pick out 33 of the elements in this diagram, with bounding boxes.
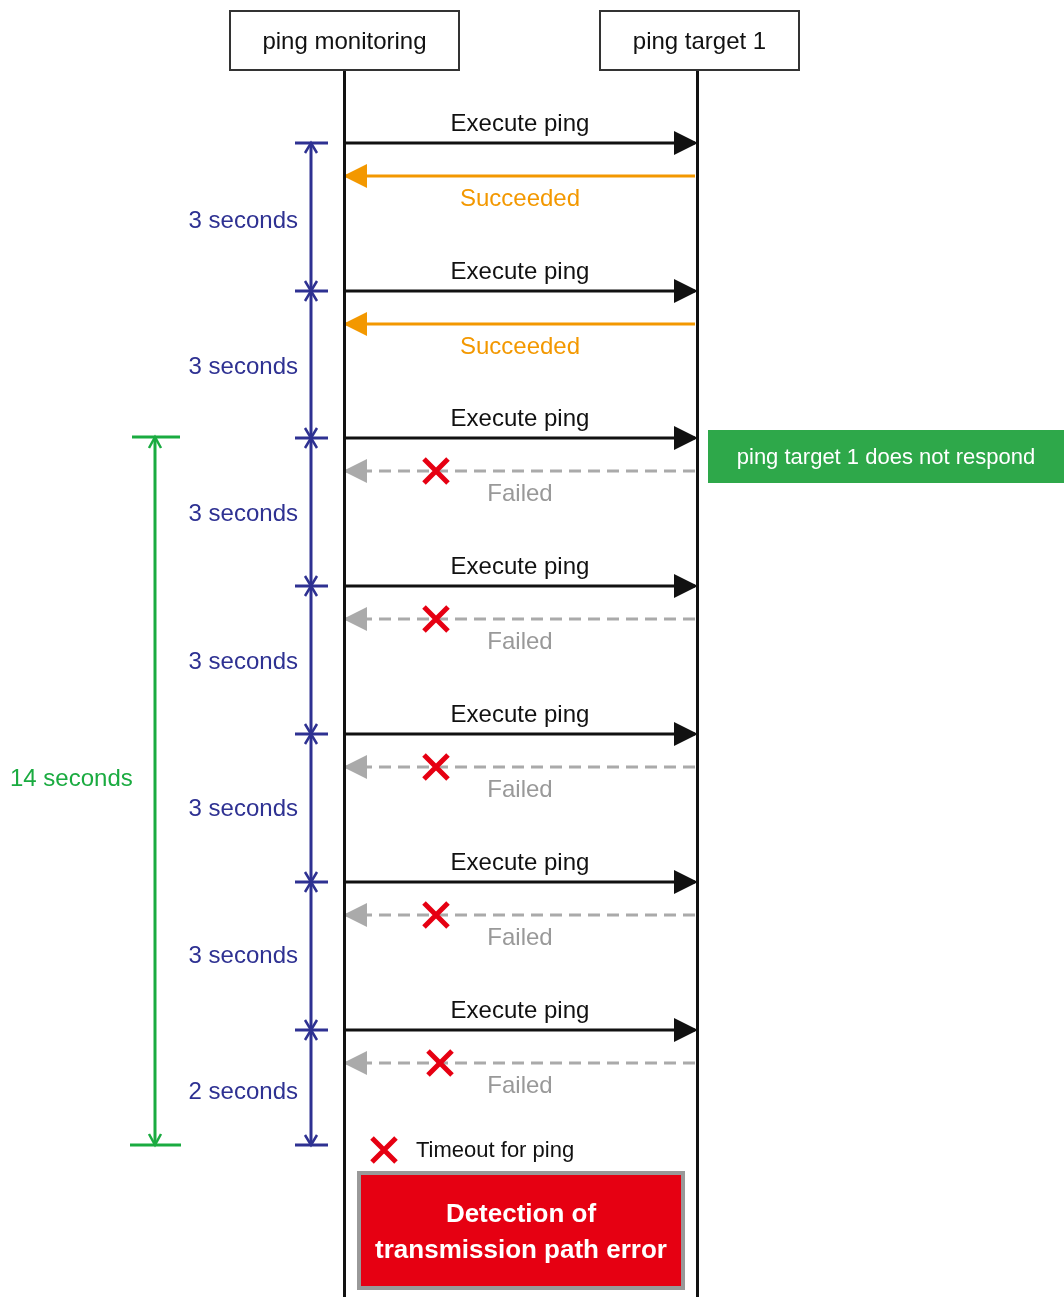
edge-label: Execute ping: [449, 257, 591, 285]
note-box: ping target 1 does not respond: [708, 430, 1064, 483]
edge-label: Execute ping: [449, 404, 591, 432]
arrow: [343, 607, 695, 631]
edge-label: Failed: [486, 1071, 554, 1099]
arrow: [343, 755, 695, 779]
edge-label: Failed: [486, 923, 554, 951]
legend-text: Timeout for ping: [416, 1137, 575, 1163]
arrow: [346, 1018, 698, 1042]
edge-label: Execute ping: [449, 700, 591, 728]
arrow: [346, 870, 698, 894]
arrow: [343, 312, 695, 336]
edge-label: Failed: [486, 775, 554, 803]
edge-label: Execute ping: [449, 848, 591, 876]
edge-label: Execute ping: [449, 109, 591, 137]
edge-label: Succeeded: [458, 184, 582, 212]
participant-box: ping monitoring: [229, 10, 460, 71]
arrow: [346, 279, 698, 303]
edge-label: Failed: [486, 627, 554, 655]
edge-label: Execute ping: [449, 996, 591, 1024]
arrow: [346, 426, 698, 450]
arrow: [346, 574, 698, 598]
arrow: [343, 1051, 695, 1075]
alert-box: Detection of transmission path error: [357, 1171, 685, 1290]
arrow: [346, 722, 698, 746]
edge-label: Execute ping: [449, 552, 591, 580]
arrow: [346, 131, 698, 155]
arrow: [343, 459, 695, 483]
arrow: [343, 164, 695, 188]
edge-label: Failed: [486, 479, 554, 507]
edge-label: Succeeded: [458, 332, 582, 360]
arrow: [343, 903, 695, 927]
participant-box: ping target 1: [599, 10, 800, 71]
